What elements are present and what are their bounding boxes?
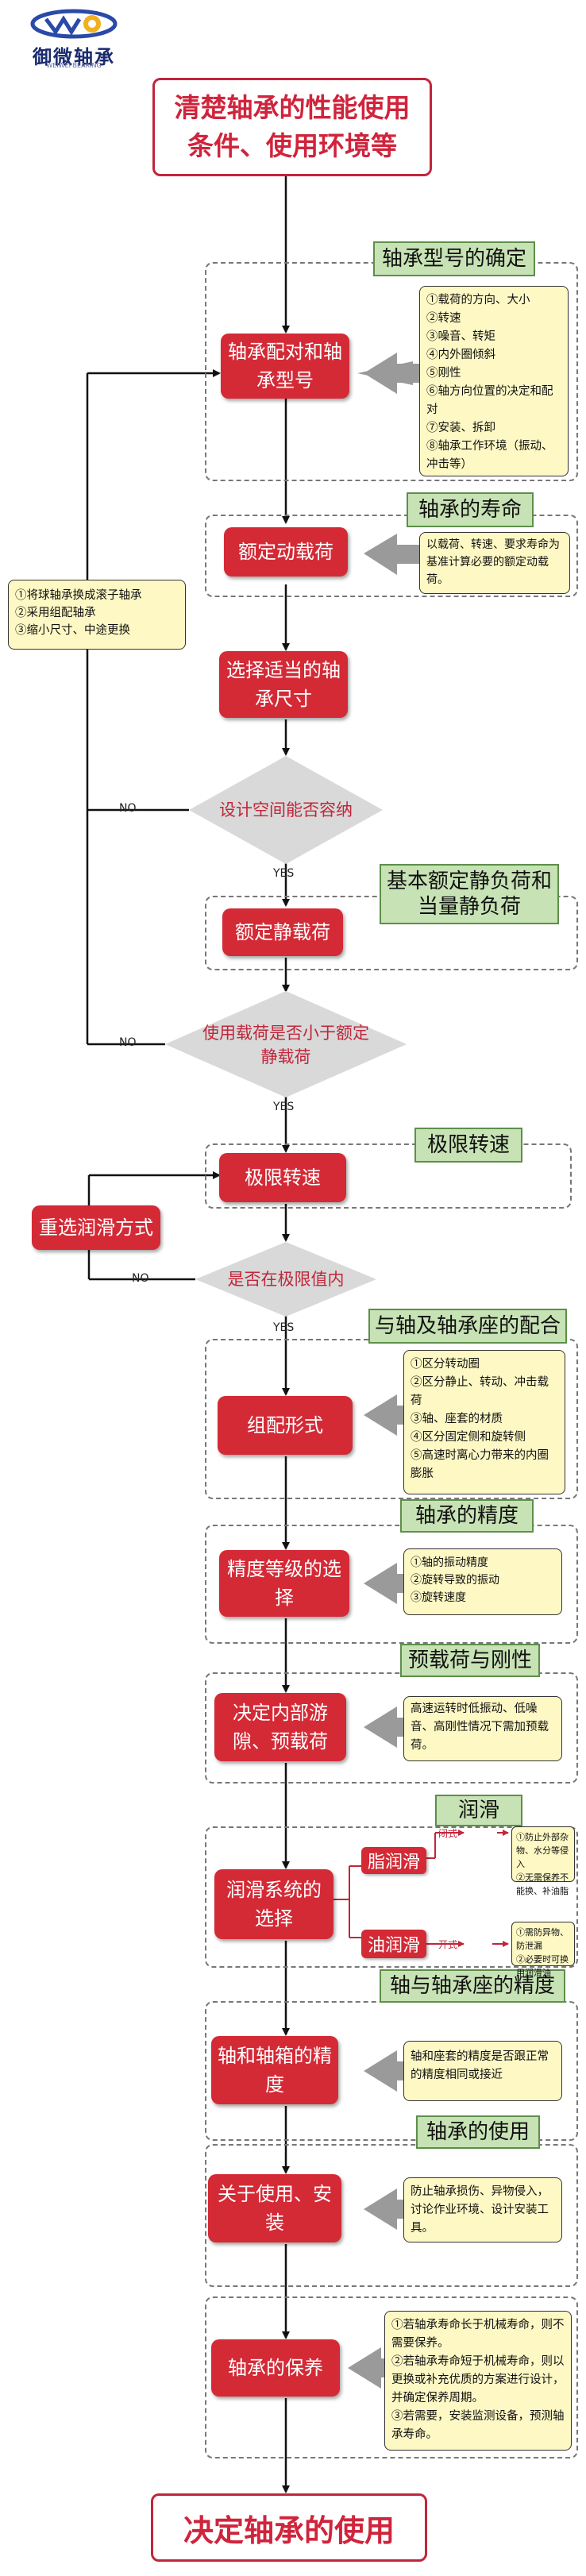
step-static-load: 额定静载荷: [222, 908, 343, 956]
step-fit-form: 组配形式: [218, 1396, 353, 1455]
note-item: ③若需要，安装监测设备，预测轴承寿命。: [391, 2410, 565, 2441]
note-item: ①区分转动圈: [411, 1358, 480, 1371]
section-title-life: 轴承的寿命: [407, 492, 534, 527]
end-box: 决定轴承的使用: [151, 2493, 427, 2562]
section-frame-precision: [205, 1525, 578, 1644]
logo-subtitle: WEIWEI BEARING: [46, 62, 102, 69]
note-item: ③轴、座套的材质: [411, 1413, 503, 1425]
no-label: NO: [119, 1036, 137, 1049]
note-item: ⑥轴方向位置的决定和配对: [426, 385, 553, 416]
section-title-static: 基本额定静负荷和当量静负荷: [380, 864, 559, 924]
decision-space: 设计空间能否容纳: [219, 800, 353, 819]
note-item: ③旋转速度: [411, 1591, 466, 1604]
note-item: ②采用组配轴承: [15, 607, 96, 619]
note-item: ⑦安装、拆卸: [426, 422, 495, 434]
step-shaft-housing: 轴和轴箱的精度: [211, 2036, 338, 2104]
section-title-preload: 预载荷与刚性: [400, 1644, 540, 1677]
note-item: ④区分固定侧和旋转侧: [411, 1431, 526, 1444]
note-housing: 轴和座套的精度是否跟正常的精度相同或接近: [403, 2041, 562, 2101]
step-maintenance: 轴承的保养: [211, 2339, 340, 2397]
note-item: ⑧轴承工作环境（振动、冲击等）: [426, 440, 553, 471]
yes-label: YES: [273, 1321, 295, 1334]
section-frame-lube: [205, 1826, 578, 1968]
decision-static-load: 使用载荷是否小于额定静载荷: [202, 1024, 369, 1066]
section-frame-speed: [205, 1143, 572, 1209]
step-dynamic-load: 额定动载荷: [224, 527, 348, 577]
decision-speed-limit: 是否在极限值内: [227, 1270, 345, 1289]
yes-label: YES: [273, 1101, 295, 1113]
step-select-size: 选择适当的轴承尺寸: [219, 651, 348, 718]
note-item: ②旋转导致的振动: [411, 1574, 499, 1587]
note-preload: 高速运转时低振动、低噪音、高刚性情况下需加预载荷。: [403, 1696, 562, 1761]
section-title-precision: 轴承的精度: [400, 1499, 534, 1533]
decision-diamond: [189, 756, 383, 864]
section-title-use: 轴承的使用: [416, 2115, 540, 2149]
step-bearing-model: 轴承配对和轴承型号: [221, 334, 349, 399]
section-frame-use: [205, 2144, 578, 2287]
section-title-model: 轴承型号的确定: [373, 241, 535, 276]
yes-label: YES: [273, 867, 295, 880]
start-box: 清楚轴承的性能使用条件、使用环境等: [152, 78, 432, 176]
branch-oil: 油润滑: [361, 1930, 426, 1958]
note-item: ②转速: [426, 312, 461, 325]
note-precision: ①轴的振动精度 ②旋转导致的振动 ③旋转速度: [403, 1548, 562, 1615]
note-item: ②必要时可换用润滑油: [516, 1954, 569, 1978]
section-title-speed: 极限转速: [414, 1128, 522, 1163]
step-speed-limit: 极限转速: [219, 1153, 346, 1202]
note-fit: ①区分转动圈 ②区分静止、转动、冲击载荷 ③轴、座套的材质 ④区分固定侧和旋转侧…: [403, 1350, 565, 1494]
note-item: ②无需保养不能换、补油脂: [516, 1872, 569, 1896]
section-title-fit: 与轴及轴承座的配合: [368, 1309, 567, 1344]
note-item: ③噪音、转矩: [426, 330, 495, 343]
no-label: NO: [119, 802, 137, 815]
step-lubrication: 润滑系统的选择: [214, 1869, 333, 1939]
open-label: 开式: [438, 1939, 458, 1950]
brand-logo: 御微轴承 WEIWEI BEARING: [6, 5, 141, 69]
note-item: ③缩小尺寸、中途更换: [15, 624, 130, 637]
section-frame-life: [205, 515, 578, 597]
section-frame-maintenance: [205, 2296, 578, 2458]
note-item: ①若轴承寿命长于机械寿命，则不需要保养。: [391, 2319, 565, 2350]
note-item: ②若轴承寿命短于机械寿命，则以更换或补充优质的方案进行设计，并确定保养周期。: [391, 2355, 565, 2404]
no-label: NO: [132, 1272, 149, 1285]
note-oil: ①需防异物、防泄漏 ②必要时可换用润滑油: [511, 1922, 575, 1978]
step-reselect-lube: 重选润滑方式: [32, 1205, 160, 1250]
section-title-housing: 轴与轴承座的精度: [380, 1969, 565, 2003]
note-life: 以载荷、转速、要求寿命为基准计算必要的额定动载荷。: [419, 532, 570, 594]
note-item: ①将球轴承换成滚子轴承: [15, 589, 142, 602]
note-use: 防止轴承损伤、异物侵入，讨论作业环境、设计安装工具。: [403, 2177, 562, 2242]
step-precision: 精度等级的选择: [219, 1550, 349, 1617]
step-use-install: 关于使用、安装: [208, 2174, 341, 2242]
step-clearance-preload: 决定内部游隙、预载荷: [214, 1693, 346, 1761]
note-maintenance: ①若轴承寿命长于机械寿命，则不需要保养。 ②若轴承寿命短于机械寿命，则以更换或补…: [384, 2311, 572, 2451]
branch-grease: 脂润滑: [361, 1847, 426, 1874]
logo-name: 御微轴承: [33, 45, 115, 68]
section-frame-preload: [205, 1672, 578, 1784]
note-item: ①需防异物、防泄漏: [516, 1927, 569, 1951]
note-left-options: ①将球轴承换成滚子轴承 ②采用组配轴承 ③缩小尺寸、中途更换: [8, 580, 186, 650]
note-item: ⑤刚性: [426, 367, 461, 380]
note-item: ④内外圈倾斜: [426, 349, 495, 361]
decision-diamond: [195, 1242, 376, 1317]
note-item: ①载荷的方向、大小: [426, 294, 530, 307]
closed-label: 闭式: [438, 1828, 458, 1839]
note-item: ⑤高速时离心力带来的内圈膨胀: [411, 1449, 549, 1480]
note-grease: ①防止外部杂物、水分等侵入 ②无需保养不能换、补油脂: [511, 1826, 575, 1896]
decision-diamond: [165, 991, 407, 1097]
note-item: ②区分静止、转动、冲击载荷: [411, 1376, 549, 1407]
section-title-lube: 润滑: [435, 1795, 522, 1826]
note-item: ①轴的振动精度: [411, 1556, 488, 1569]
note-model-factors: ①载荷的方向、大小 ②转速 ③噪音、转矩 ④内外圈倾斜 ⑤刚性 ⑥轴方向位置的决…: [419, 286, 569, 476]
logo-mark-icon: [30, 9, 118, 39]
note-item: ①防止外部杂物、水分等侵入: [516, 1832, 569, 1869]
